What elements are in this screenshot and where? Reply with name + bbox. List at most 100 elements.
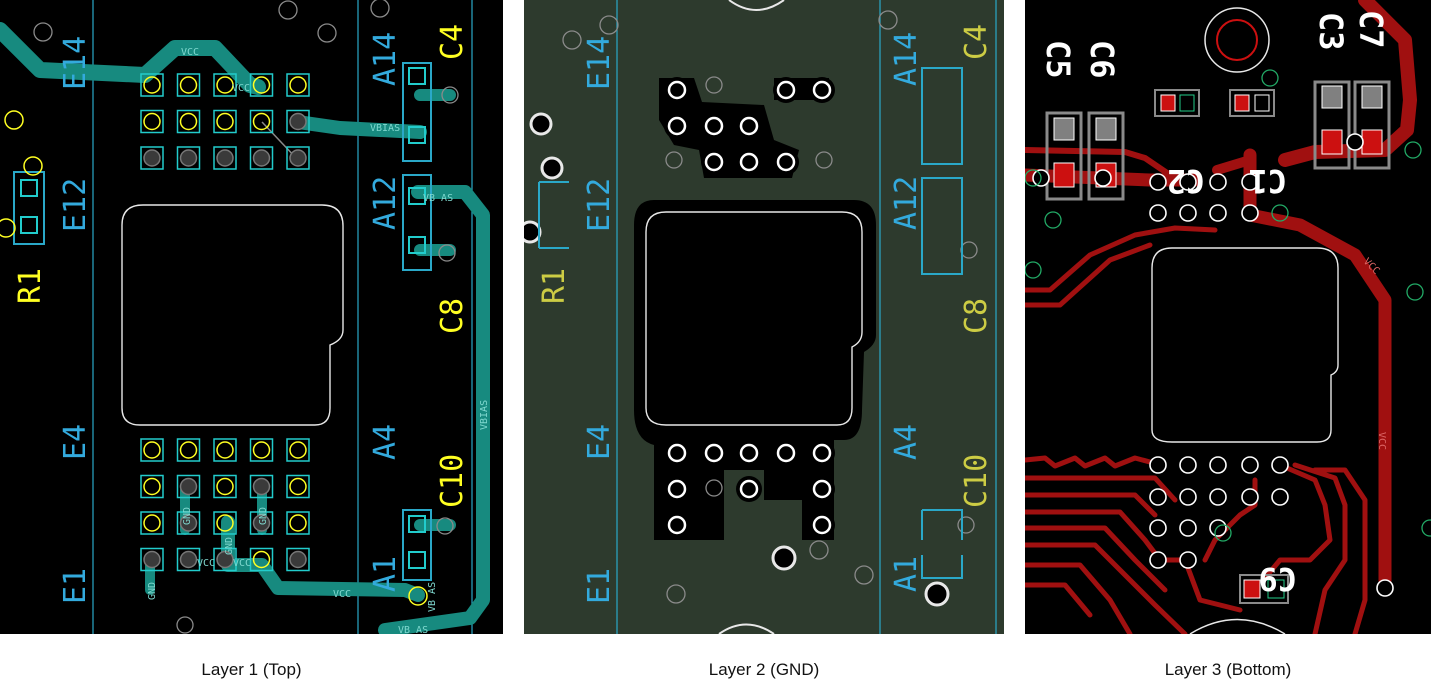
- net-label: VCC: [333, 589, 351, 600]
- via: [1241, 456, 1259, 474]
- bga-ball: [179, 477, 198, 496]
- bga-pad: [213, 438, 237, 462]
- label-c9: C9: [1258, 560, 1297, 598]
- label-a4: A4: [368, 424, 403, 460]
- net-label: GND: [182, 507, 193, 525]
- bga-pad: [140, 146, 164, 170]
- bga-ball: [179, 112, 198, 131]
- top-net-labels: VCC VCC VBIAS VB AS VBIAS VB AS GND GND …: [147, 47, 490, 634]
- via: [1241, 204, 1259, 222]
- gnd-void-upper: [659, 78, 799, 178]
- via: [1149, 204, 1167, 222]
- chip-outline: [645, 211, 863, 426]
- layer-top-panel: E14 E12 E4 E1 A14 A12 A4 A1 C4 C8 C10 R1…: [0, 0, 503, 634]
- via: [1149, 488, 1167, 506]
- label-c4: C4: [435, 24, 470, 60]
- component-r1: [13, 171, 45, 245]
- bga-pad: [286, 146, 310, 170]
- caption-layer-gnd: Layer 2 (GND): [708, 660, 820, 679]
- bga-pad: [249, 438, 274, 462]
- bga-pad: [286, 109, 310, 134]
- bga-ball: [252, 441, 271, 459]
- bga-ball: [216, 477, 234, 496]
- gnd-components: [538, 67, 963, 579]
- via: [776, 80, 796, 100]
- bga-ball: [216, 514, 234, 532]
- label-c3: C3: [1312, 12, 1350, 51]
- bga-ball: [216, 76, 234, 94]
- via: [776, 152, 796, 172]
- bga-pad: [213, 73, 237, 97]
- bga-ball: [143, 514, 161, 532]
- net-label: GND: [258, 507, 269, 525]
- label-r1: R1: [13, 268, 48, 304]
- net-label: VB AS: [398, 625, 428, 634]
- bottom-vias: [1032, 133, 1394, 597]
- bga-ball: [143, 550, 161, 569]
- label-a1: A1: [368, 556, 403, 592]
- bottom-vias-green: [1025, 69, 1431, 542]
- label-c7: C7: [1352, 10, 1390, 49]
- bga-pad: [176, 511, 201, 535]
- layer-gnd-board: E14 E12 E4 E1 A14 A12 A4 A1 C4 C8 C10 R1: [524, 0, 997, 634]
- via: [667, 443, 687, 463]
- label-e1: E1: [58, 568, 93, 604]
- bga-pad: [140, 511, 164, 535]
- net-label: VCC: [232, 83, 250, 94]
- bga-pad: [249, 73, 274, 97]
- label-e14: E14: [58, 36, 93, 90]
- via: [1094, 169, 1112, 187]
- bga-pad: [140, 438, 164, 462]
- label-e14: E14: [582, 36, 617, 90]
- bga-ball: [252, 550, 271, 569]
- net-label: VCC: [181, 47, 199, 58]
- net-label: VCC: [197, 558, 215, 569]
- bga-ball: [143, 76, 161, 94]
- bga-ball: [216, 112, 234, 131]
- label-c8: C8: [435, 298, 470, 334]
- via: [1241, 173, 1259, 191]
- component-c4: [402, 62, 432, 162]
- via: [1346, 133, 1364, 151]
- bga-pad: [176, 146, 201, 170]
- via: [776, 443, 796, 463]
- label-a14: A14: [368, 32, 403, 86]
- bottom-pads-grey: [1053, 85, 1383, 599]
- bga-ball: [143, 441, 161, 459]
- via: [812, 80, 832, 100]
- chip-outline: [1151, 247, 1339, 443]
- chip-outline: [121, 204, 344, 426]
- label-e4: E4: [582, 424, 617, 460]
- bga-ball: [289, 477, 307, 496]
- via: [667, 80, 687, 100]
- bga-ball: [252, 112, 271, 131]
- bga-ball: [179, 441, 198, 459]
- net-label: VCC: [1376, 432, 1387, 450]
- via: [1209, 519, 1227, 537]
- bga-ball: [179, 550, 198, 569]
- label-e12: E12: [582, 178, 617, 232]
- bga-pad: [213, 474, 237, 499]
- net-label: VB AS: [427, 582, 438, 612]
- via: [1179, 488, 1197, 506]
- layer-bottom-board: C3 C7 C5 C6 C1 C2 C9 VCC VCC: [1025, 0, 1431, 634]
- via: [1209, 173, 1227, 191]
- bga-pad: [249, 511, 274, 535]
- via: [739, 443, 759, 463]
- bga-ball: [179, 149, 198, 167]
- bga-pad: [213, 146, 237, 170]
- label-r1: R1: [537, 268, 572, 304]
- via: [1271, 488, 1289, 506]
- via: [704, 116, 724, 136]
- via: [739, 116, 759, 136]
- gnd-ref-labels-cyan: E14 E12 E4 E1 A14 A12 A4 A1: [582, 32, 924, 604]
- bga-pad: [176, 474, 201, 499]
- bga-pad: [213, 109, 237, 134]
- bga-ball: [252, 76, 271, 94]
- bga-ball: [252, 514, 271, 532]
- bga-ball: [179, 514, 198, 532]
- bga-ball: [252, 477, 271, 496]
- top-vias-yellow: [0, 110, 428, 606]
- component-c10: [402, 509, 432, 581]
- bga-ball: [216, 149, 234, 167]
